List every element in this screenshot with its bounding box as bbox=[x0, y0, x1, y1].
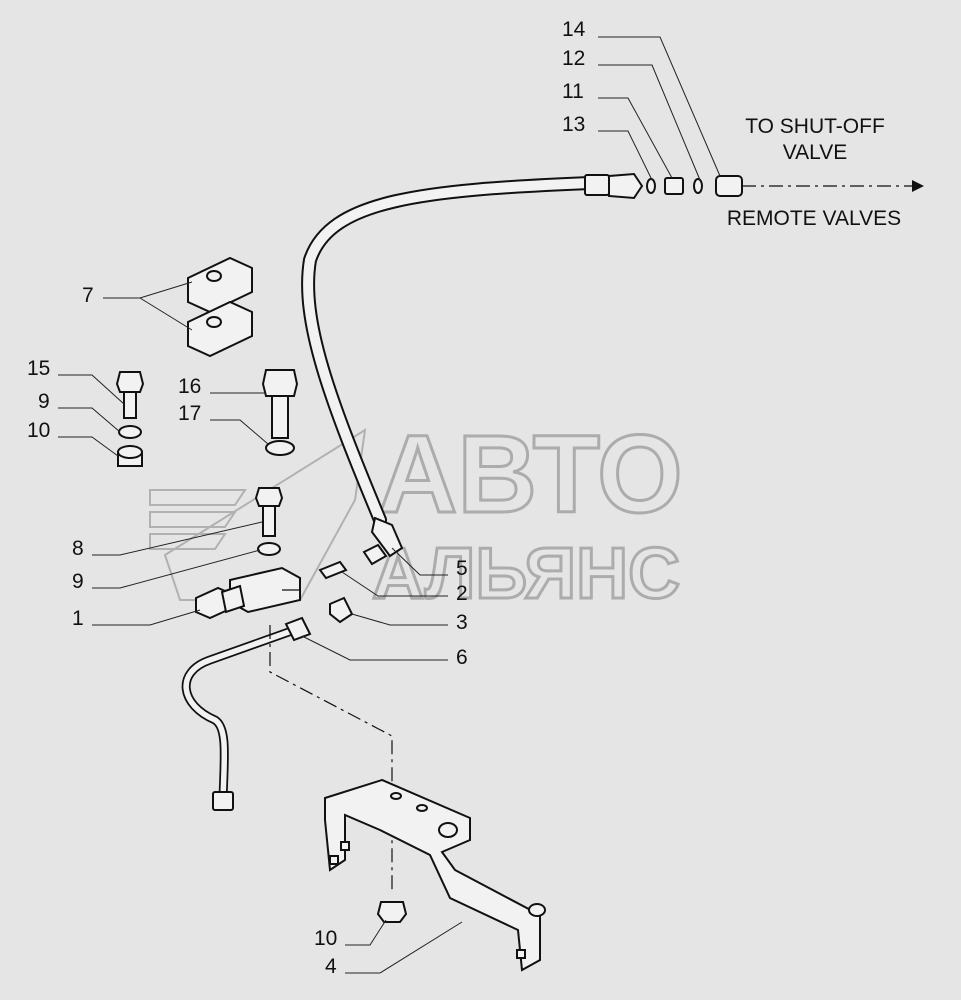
callout-10b: 10 bbox=[314, 927, 337, 950]
bolt-8-head bbox=[254, 487, 284, 507]
leader-lines bbox=[58, 36, 721, 974]
callout-14: 14 bbox=[562, 18, 586, 41]
bolt-15-shank bbox=[123, 391, 137, 419]
callout-2: 2 bbox=[456, 582, 468, 605]
pipe-6-nut-bottom bbox=[212, 791, 234, 811]
washer-9b bbox=[257, 542, 281, 556]
bracket-4 bbox=[324, 778, 546, 972]
elbow-3 bbox=[329, 596, 354, 624]
washer-9 bbox=[118, 425, 142, 439]
callout-1: 1 bbox=[72, 607, 84, 630]
manifold-block-1 bbox=[195, 566, 301, 620]
note-remote-valves: REMOTE VALVES bbox=[727, 207, 901, 230]
callout-10: 10 bbox=[27, 419, 50, 442]
coupler-14 bbox=[715, 175, 743, 197]
bolt-16-head bbox=[261, 369, 299, 397]
pipe-6-nut-top bbox=[284, 616, 312, 642]
bracket-hole bbox=[528, 903, 546, 917]
callout-17: 17 bbox=[178, 402, 201, 425]
callout-9: 9 bbox=[38, 390, 50, 413]
note-shutoff-line2: VALVE bbox=[783, 141, 848, 164]
bolt-15-head bbox=[115, 371, 145, 393]
nut-10b bbox=[376, 901, 408, 923]
callout-6: 6 bbox=[456, 646, 468, 669]
washer-17 bbox=[265, 440, 295, 456]
fitting-2 bbox=[318, 560, 348, 580]
callout-15: 15 bbox=[27, 357, 50, 380]
watermark-text-2: АЛЬЯНС bbox=[372, 534, 680, 614]
flow-notes: TO SHUT-OFF VALVE REMOTE VALVES bbox=[727, 115, 901, 230]
clamp-lower bbox=[187, 300, 253, 358]
bolt-set-left bbox=[115, 371, 145, 467]
o-ring-13 bbox=[646, 178, 656, 194]
callout-7: 7 bbox=[82, 284, 94, 307]
adapter-11 bbox=[664, 177, 684, 195]
watermark-logo: АВТО АЛЬЯНС bbox=[149, 412, 684, 616]
bracket-body bbox=[324, 778, 541, 972]
fitting-5 bbox=[362, 543, 388, 566]
bracket-hole bbox=[438, 822, 458, 838]
callout-16: 16 bbox=[178, 375, 201, 398]
watermark-stripe bbox=[149, 511, 237, 528]
clamp-upper bbox=[187, 256, 253, 314]
bolt-8-set bbox=[254, 487, 284, 556]
bolt-8-shank bbox=[262, 505, 276, 537]
fitting-parts-top bbox=[646, 175, 924, 197]
assembly-line bbox=[269, 625, 393, 890]
watermark-stripe bbox=[149, 489, 247, 506]
callout-3: 3 bbox=[456, 611, 468, 634]
callout-13: 13 bbox=[562, 113, 585, 136]
hose-assembly bbox=[301, 172, 644, 558]
watermark-text-1: АВТО bbox=[378, 413, 683, 536]
watermark-wing bbox=[163, 428, 367, 601]
callout-11: 11 bbox=[562, 80, 584, 103]
hose-end-sleeve bbox=[584, 174, 610, 196]
callout-8: 8 bbox=[72, 537, 84, 560]
callout-labels: 14 12 11 13 7 15 9 10 16 17 8 9 1 5 2 3 … bbox=[27, 18, 586, 978]
fittings-small bbox=[318, 543, 388, 624]
pipe-6 bbox=[181, 616, 312, 811]
o-ring-12 bbox=[693, 178, 703, 194]
callout-5: 5 bbox=[456, 557, 468, 580]
callout-9b: 9 bbox=[72, 570, 84, 593]
clamp-halves-7 bbox=[187, 256, 253, 358]
callout-4: 4 bbox=[325, 955, 337, 978]
callout-12: 12 bbox=[562, 47, 585, 70]
arrow-head-icon bbox=[912, 180, 924, 192]
hose-end-nut bbox=[608, 172, 644, 200]
note-shutoff-line1: TO SHUT-OFF bbox=[745, 115, 885, 138]
bolt-set-right bbox=[261, 369, 299, 456]
bolt-16-shank bbox=[271, 395, 289, 439]
